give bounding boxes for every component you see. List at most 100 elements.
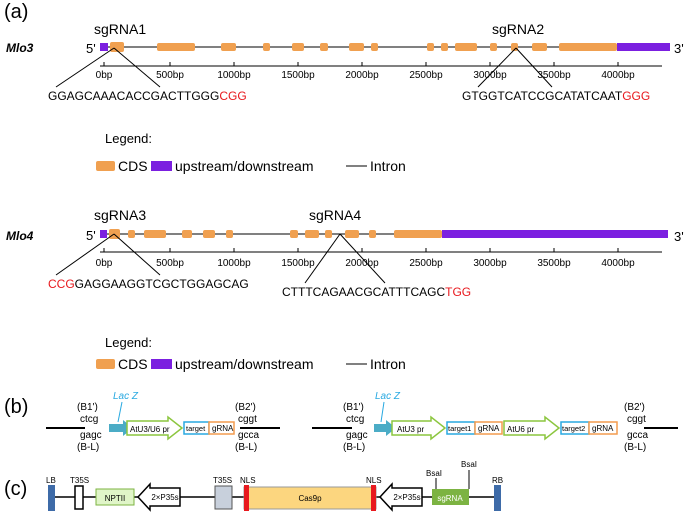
mlo3-cds: [292, 43, 304, 51]
sgrna2-pointer: [477, 47, 517, 88]
mlo4-five-prime: 5': [86, 228, 96, 243]
p35s-label: 2×P35s: [393, 493, 420, 502]
lacz-pointer: [380, 401, 385, 423]
legend-updown-swatch: [151, 359, 172, 369]
mlo4-tick-label: 4000bp: [601, 258, 635, 269]
mlo3-tick-label: 3500bp: [537, 70, 571, 81]
legend-2: Legend: CDS upstream/downstream Intron: [96, 335, 406, 372]
panel-label-b: (b): [4, 396, 28, 418]
mlo3-cds: [559, 43, 617, 51]
mlo3-cds: [157, 43, 195, 51]
mlo4-tick-label: 500bp: [156, 258, 184, 269]
mlo4-axis: 0bp 500bp 1000bp 1500bp 2000bp 2500bp 30…: [96, 248, 662, 269]
mlo4-three-prime: 3': [674, 229, 684, 244]
nls-label-right: NLS: [366, 476, 382, 485]
overhang-cggt: cggt: [238, 414, 257, 425]
mlo3-cds: [221, 43, 236, 51]
mlo3-cds: [320, 43, 328, 51]
overhang-cggt: cggt: [627, 414, 646, 425]
cas9p-label: Cas9p: [298, 494, 322, 503]
t35s-terminator: [214, 485, 233, 510]
overhang-gcca: gcca: [238, 430, 260, 441]
mlo4-cds: [345, 230, 359, 238]
mlo4-cds: [369, 230, 376, 238]
mlo3-cds: [110, 42, 124, 52]
sgrna2-pointer: [515, 47, 553, 88]
sgrna-cassette-single: (B1') ctcg gagc (B-L) Lac Z AtU3/U6 pr t…: [46, 391, 280, 453]
mlo3-five-prime: 5': [86, 41, 96, 56]
mlo4-cds: [305, 230, 319, 238]
bl-site-label: (B-L): [235, 442, 257, 453]
nptii-label: NPTII: [105, 494, 125, 503]
sgrna3-label: sgRNA3: [94, 207, 146, 223]
mlo3-cds: [455, 43, 477, 51]
nls-right: [371, 485, 376, 511]
mlo4-tick-label: 3000bp: [473, 258, 507, 269]
grna-box: [208, 421, 235, 435]
bsai-label: BsaI: [426, 469, 442, 478]
grna-box: [474, 421, 503, 435]
target2-label: target2: [562, 424, 585, 433]
sgrna-cassette-dual: (B1') ctcg gagc (B-L) Lac Z AtU3 pr targ…: [312, 391, 678, 453]
mlo3-tick-label: 1000bp: [217, 70, 251, 81]
sgrna4-pointer: [304, 233, 341, 284]
rb-label: RB: [492, 476, 503, 485]
sgrna2-label: sgRNA2: [492, 21, 544, 37]
legend-updown-label: upstream/downstream: [175, 356, 314, 372]
legend-intron-label: Intron: [370, 356, 406, 372]
sgrna2-sequence: GTGGTCATCCGCATATCAATGGG: [462, 89, 650, 103]
lacz-arrowhead: [386, 420, 396, 436]
mlo4-cds: [203, 230, 215, 238]
mlo4-gene-model: Mlo4 5' 3': [6, 228, 684, 244]
grna-label: gRNA: [212, 424, 234, 433]
overhang-ctcg: ctcg: [346, 414, 364, 425]
sgrna1-pointer: [55, 47, 115, 88]
p35s-promoter-arrow: [136, 482, 181, 512]
atu6-promoter-label: AtU6 pr: [507, 425, 534, 434]
mlo4-tick-label: 2000bp: [345, 258, 379, 269]
mlo3-tick-label: 4000bp: [601, 70, 635, 81]
overhang-ctcg: ctcg: [80, 414, 98, 425]
bl-site-label: (B-L): [77, 442, 99, 453]
sgrna-box: [432, 489, 469, 505]
legend-cds-swatch: [96, 359, 115, 369]
bl-site-label: (B-L): [343, 442, 365, 453]
mlo3-downstream: [617, 43, 670, 51]
p35s-promoter-arrow: [378, 482, 423, 512]
mlo3-gene-model: Mlo3 5' 3': [6, 41, 684, 56]
legend-title: Legend:: [105, 131, 152, 146]
atu6-promoter-arrow: [503, 415, 561, 441]
nls-label-left: NLS: [240, 476, 256, 485]
mlo3-tick-label: 0bp: [96, 70, 113, 81]
grna-box: [588, 421, 618, 435]
mlo3-tick-label: 3000bp: [473, 70, 507, 81]
atu3u6-promoter-arrow: [126, 415, 184, 441]
atu3-promoter-label: AtU3 pr: [397, 425, 424, 434]
mlo3-cds: [371, 43, 378, 51]
lacz-bar: [374, 424, 386, 432]
panel-label-c: (c): [4, 478, 27, 500]
mlo4-upstream: [100, 230, 107, 238]
mlo4-tick-label: 0bp: [96, 258, 113, 269]
t35s-label: T35S: [213, 476, 232, 485]
lacz-bar: [109, 424, 123, 432]
target1-label: target1: [448, 424, 471, 433]
mlo4-cds: [144, 230, 166, 238]
sgrna4-label: sgRNA4: [309, 207, 361, 223]
mlo4-cds: [290, 230, 298, 238]
legend-cds-label: CDS: [118, 356, 148, 372]
mlo3-tick-label: 2000bp: [345, 70, 379, 81]
lacz-label: Lac Z: [375, 391, 401, 402]
mlo3-cds: [490, 43, 497, 51]
mlo3-three-prime: 3': [674, 41, 684, 56]
mlo3-tick-label: 500bp: [156, 70, 184, 81]
mlo4-cds: [394, 230, 442, 238]
lb-label: LB: [46, 476, 56, 485]
sgrna3-sequence: CCGGAGGAAGGTCGCTGGAGCAG: [48, 277, 249, 291]
legend-title: Legend:: [105, 335, 152, 350]
mlo4-tick-label: 2500bp: [409, 258, 443, 269]
sgrna1-label: sgRNA1: [94, 21, 146, 37]
sgrna1-pointer: [113, 47, 161, 88]
lacz-label: Lac Z: [113, 391, 139, 402]
